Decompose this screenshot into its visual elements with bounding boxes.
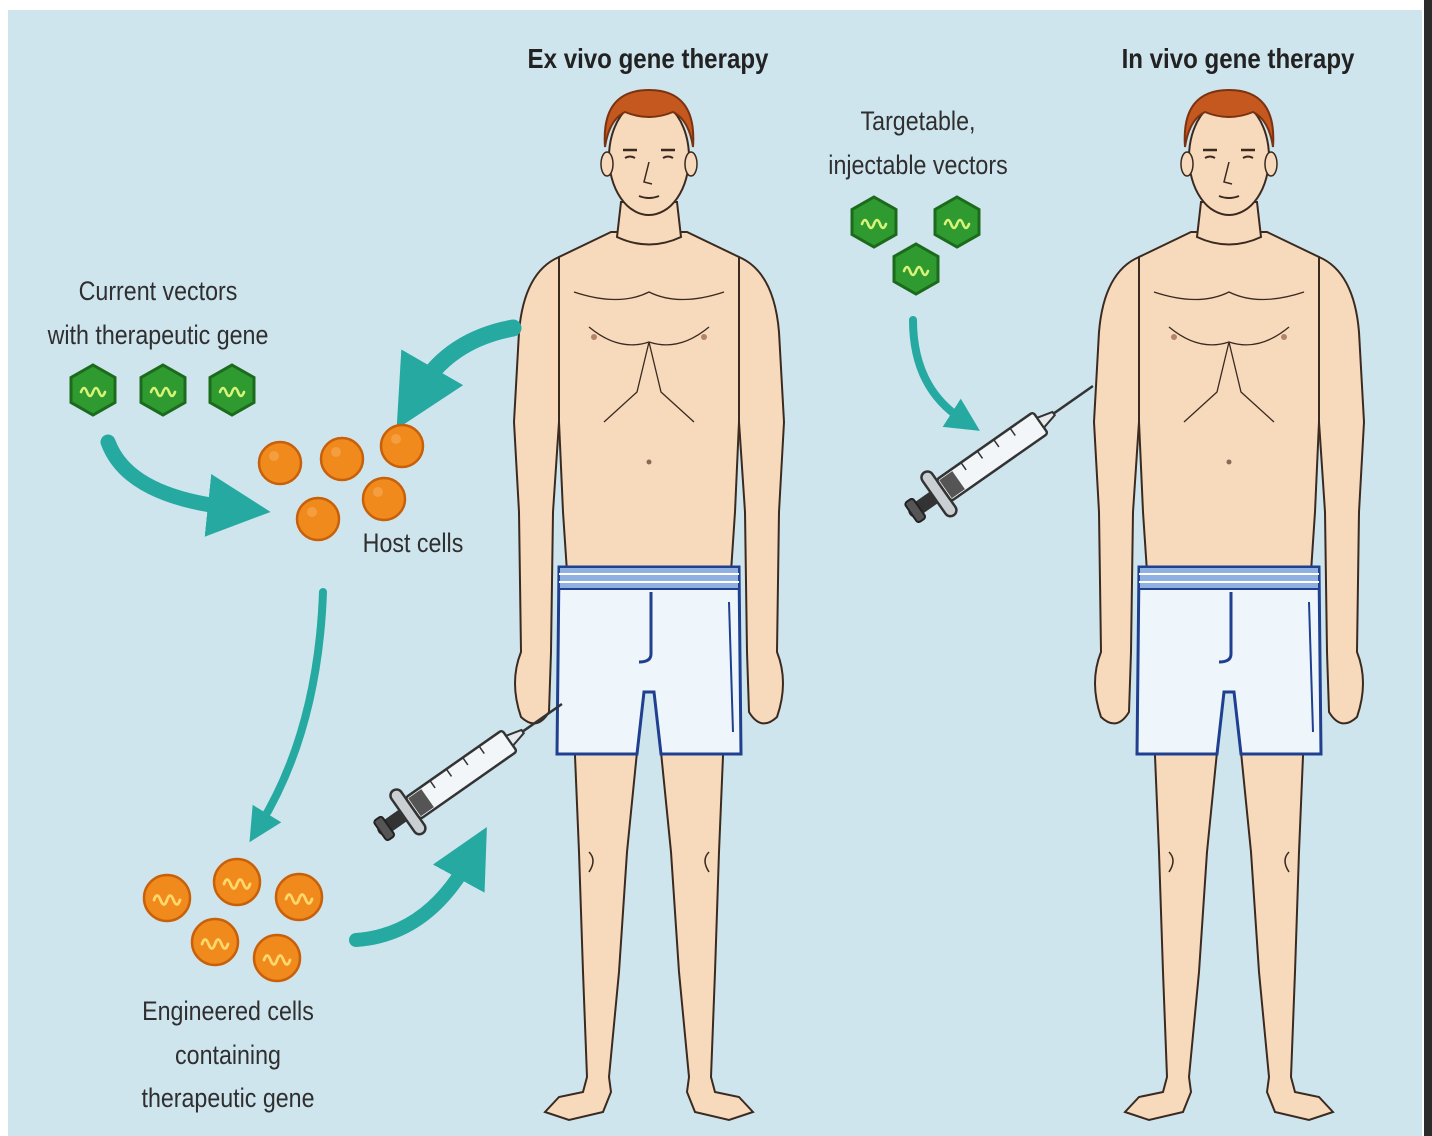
arrow-engineered-cells-to-syringe [356,858,470,940]
host-cell-icon-1 [259,442,301,484]
vector-icon-1 [71,365,115,415]
gene-therapy-diagram: Ex vivo gene therapy In vivo gene therap… [8,10,1422,1136]
arrow-vectors-to-syringe [913,320,963,420]
engineered-cell-icon-3 [276,874,322,920]
targetable-vector-icon-1 [852,197,896,247]
targetable-vector-icon-3 [894,244,938,294]
ex-vivo-title: Ex vivo gene therapy [502,36,794,81]
engineered-cell-icon-1 [144,875,190,921]
host-cell-icon-3 [381,425,423,467]
host-cells-label: Host cells [340,522,486,566]
vector-icon-3 [210,365,254,415]
current-vectors-label: Current vectors with therapeutic gene [20,270,295,357]
ex-vivo-patient [514,90,784,1120]
engineered-cell-icon-4 [192,919,238,965]
engineered-cells-label: Engineered cells containing therapeutic … [90,990,365,1121]
vector-icon-2 [141,365,185,415]
in-vivo-patient [1094,90,1364,1120]
host-cell-icon-5 [363,478,405,520]
engineered-cell-icon-5 [254,935,300,981]
host-cell-icon-4 [297,498,339,540]
host-cell-icon-2 [321,438,363,480]
targetable-vector-icon-2 [935,197,979,247]
image-edge-border [1424,0,1432,1136]
arrow-vectors-to-host-cells [108,442,233,508]
diagram-canvas [8,10,1422,1136]
engineered-cell-icon-2 [214,859,260,905]
in-vivo-title: In vivo gene therapy [1092,36,1384,81]
arrow-host-to-engineered-cells [260,592,323,825]
arrow-body-to-host-cells [418,328,513,392]
targetable-vectors-label: Targetable, injectable vectors [789,100,1047,187]
